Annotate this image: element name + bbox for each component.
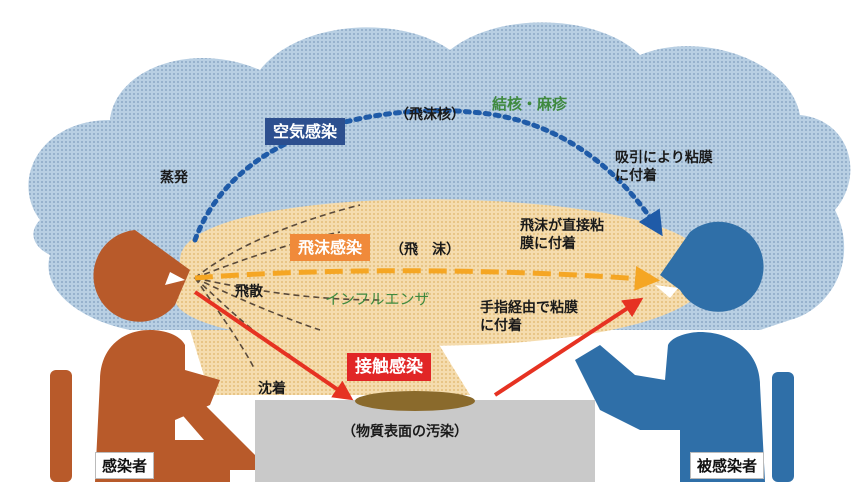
contact-tag: 接触感染: [347, 353, 431, 382]
evaporation-label: 蒸発: [160, 170, 188, 186]
recipient-label: 被感染者: [690, 452, 765, 479]
via-fingers-label: 手指経由で粘膜に付着: [480, 300, 578, 334]
settling-label: 沈着: [258, 381, 286, 397]
infector-chair: [50, 370, 72, 482]
infector-figure: [93, 230, 255, 482]
recipient-chair: [772, 372, 794, 482]
contact-arrow-to-surface: [193, 290, 354, 401]
surface-contamination-label: （物質表面の汚染）: [342, 424, 468, 440]
scatter-label: 飛散: [235, 284, 263, 300]
tb-measles-label: 結核・麻疹: [492, 95, 568, 113]
influenza-label: インフルエンザ: [325, 290, 430, 308]
droplets-label: （飛 沫）: [390, 242, 460, 258]
surface-stain: [355, 391, 475, 411]
droplet-arrow: [194, 265, 660, 291]
table: [255, 400, 595, 482]
airborne-tag: 空気感染: [265, 118, 346, 146]
infector-label: 感染者: [95, 452, 155, 479]
droplet-tag: 飛沫感染: [290, 234, 371, 262]
contact-arrow-to-recipient: [493, 297, 644, 397]
direct-droplet-label: 飛沫が直接粘膜に付着: [520, 218, 604, 252]
droplet-nuclei-label: （飛沫核）: [395, 107, 465, 123]
airborne-arrow: [192, 108, 663, 243]
recipient-figure: [575, 221, 765, 482]
inhalation-label: 吸引により粘膜に付着: [615, 150, 713, 184]
